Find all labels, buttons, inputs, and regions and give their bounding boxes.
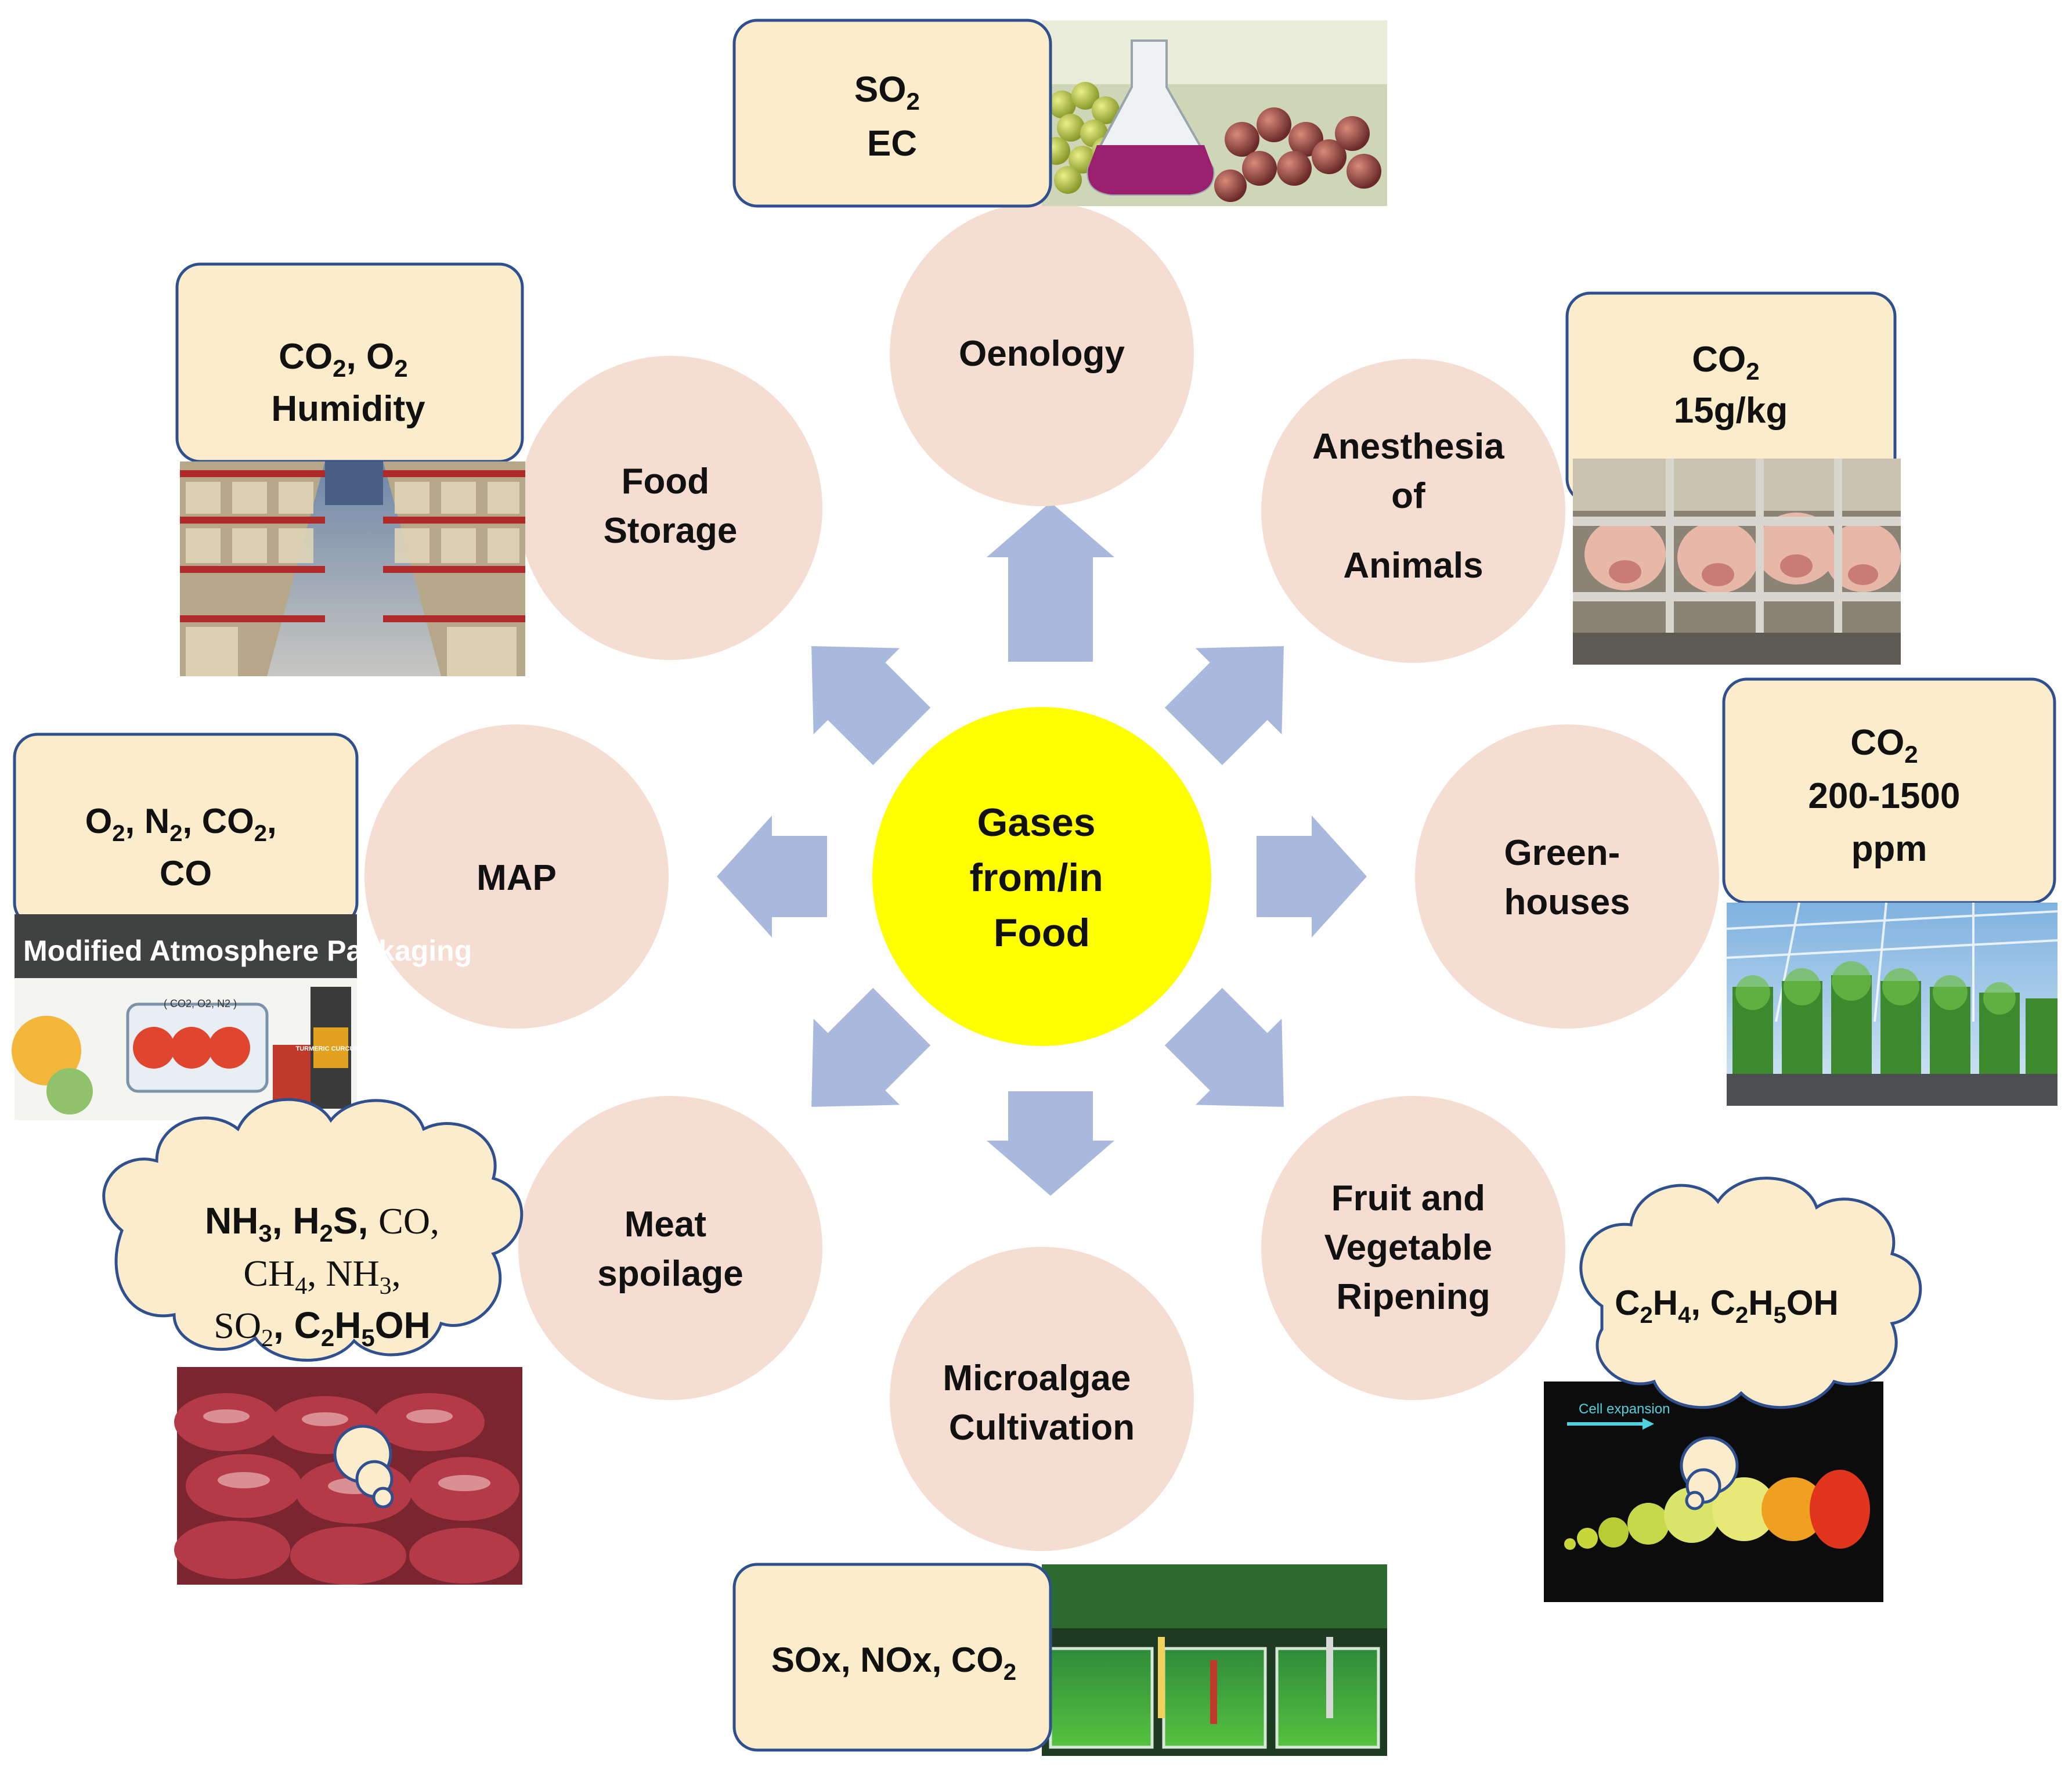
greenhouses-photo: [1726, 902, 2058, 1106]
arrow-up-icon: [987, 502, 1114, 662]
anesthesia-callout: CO2 15g/kg: [1565, 291, 1897, 504]
microalgae-photo: [1042, 1564, 1387, 1756]
node-microalgae-circle: [890, 1247, 1194, 1551]
svg-text:CH4, NH3,: CH4, NH3,: [243, 1253, 400, 1300]
node-oenology-circle: [890, 202, 1194, 506]
arrow-up-left-icon: [811, 646, 931, 766]
arrow-down-icon: [987, 1091, 1114, 1196]
center-node: Gases from/in Food: [872, 707, 1211, 1046]
svg-text:SO2 EC: SO2 EC: [854, 70, 930, 164]
node-storage-label: Food Storage: [604, 461, 738, 551]
node-map-circle: [364, 724, 669, 1029]
microalgae-callout: SOx, NOx, CO2: [732, 1563, 1052, 1752]
map-photo-product-label: TURMERIC CURCUMIN: [296, 1045, 366, 1052]
node-greenhouses-label: Green- houses: [1504, 833, 1630, 922]
map-photo-caption: Modified Atmosphere Packaging: [23, 935, 472, 967]
arrow-right-icon: [1257, 816, 1367, 937]
ripening-photo-caption: Cell expansion: [1579, 1401, 1670, 1417]
meat-thought-cloud: [102, 1098, 524, 1509]
storage-callout: CO2, O2 Humidity: [175, 262, 524, 463]
outer-nodes: [364, 202, 1719, 1551]
arrow-down-right-icon: [1164, 987, 1284, 1107]
oenology-callout: SO2 EC: [732, 19, 1052, 208]
map-photo: Modified Atmosphere Packaging ( CO2, O2,…: [12, 914, 472, 1120]
node-ripening-circle: [1261, 1096, 1565, 1400]
oenology-photo: [1042, 20, 1387, 206]
node-microalgae-label: Microalgae Cultivation: [943, 1358, 1140, 1448]
arrow-left-icon: [717, 816, 827, 937]
node-greenhouses-circle: [1415, 724, 1719, 1029]
arrow-up-right-icon: [1164, 646, 1284, 766]
node-map-label: MAP: [477, 858, 557, 898]
node-meat-label: Meat spoilage: [597, 1204, 743, 1294]
node-oenology-label: Oenology: [959, 334, 1125, 374]
svg-text:CO2 200-1500 ppm: CO2 200-1500 ppm: [1808, 723, 1970, 869]
storage-photo: [180, 461, 525, 676]
map-photo-label: ( CO2, O2, N2 ): [164, 998, 237, 1009]
arrow-down-left-icon: [811, 987, 931, 1107]
anesthesia-photo: [1573, 459, 1901, 665]
node-meat-circle: [518, 1096, 822, 1400]
center-line-3: Food: [994, 911, 1090, 955]
center-line-1: Gases: [977, 800, 1095, 845]
svg-text:Gases from/in Food: Gases from/in Food: [969, 800, 1114, 955]
map-callout: O2, N2, CO2, CO: [13, 733, 359, 928]
node-storage-circle: [518, 356, 822, 660]
svg-text:CO2, O2 Humidity: CO2, O2 Humidity: [271, 337, 425, 429]
svg-text:CO2 15g/kg: CO2 15g/kg: [1674, 340, 1788, 431]
node-anesthesia-circle: [1261, 359, 1565, 663]
center-line-2: from/in: [969, 856, 1103, 900]
greenhouses-callout: CO2 200-1500 ppm: [1722, 677, 2056, 904]
node-ripening-label: Fruit and Vegetable Ripening: [1324, 1178, 1503, 1317]
svg-text:SOx, NOx, CO2: SOx, NOx, CO2: [771, 1640, 1016, 1685]
node-anesthesia-label: Anesthesia of Animals: [1312, 427, 1514, 586]
arrows: [717, 502, 1367, 1196]
ripening-thought-cloud: [1579, 1177, 1922, 1510]
